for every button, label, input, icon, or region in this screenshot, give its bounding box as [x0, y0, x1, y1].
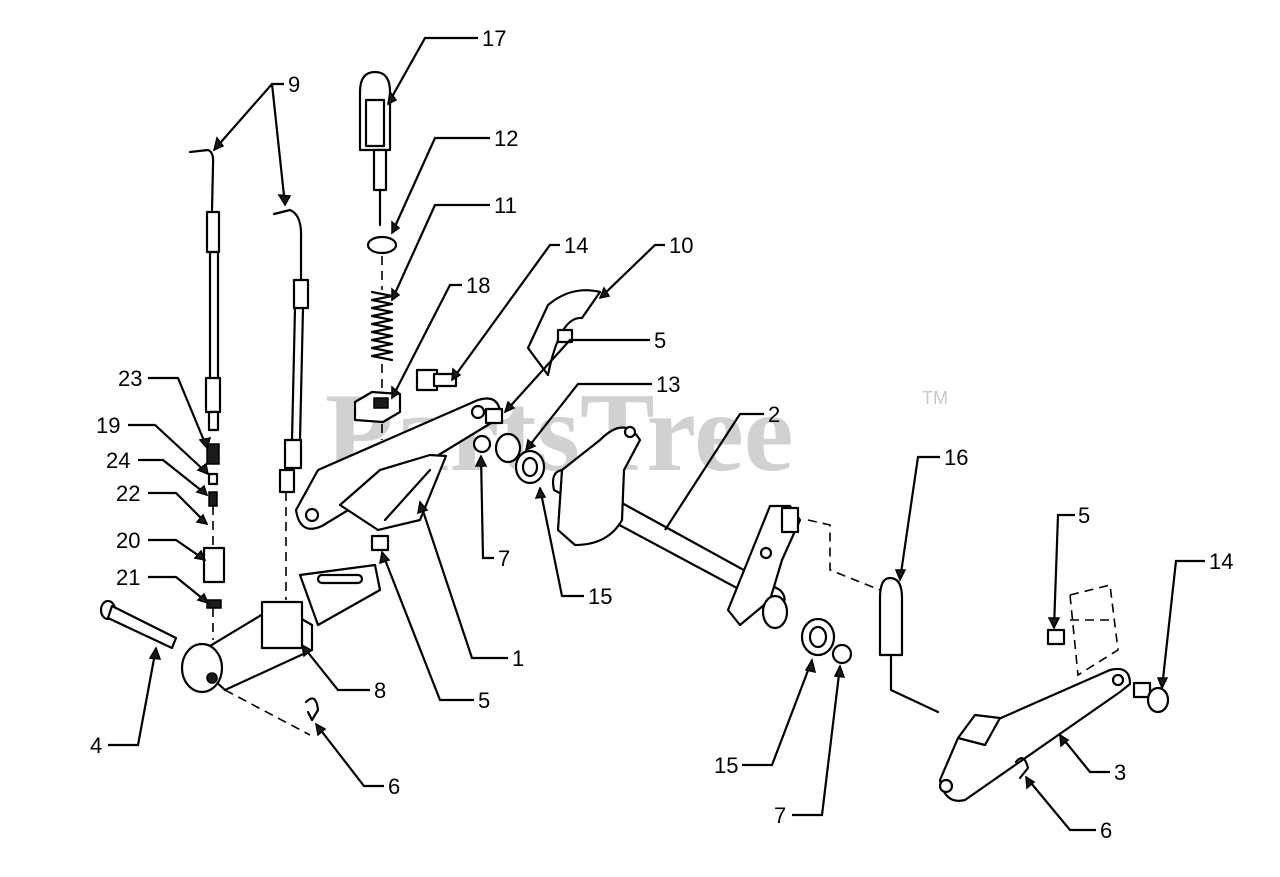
callout-6: 6 [1100, 818, 1112, 843]
nut-5a [484, 407, 504, 425]
callout-14: 14 [1209, 549, 1233, 574]
shaft-2 [551, 425, 802, 630]
segment-10 [526, 289, 602, 377]
callout-5: 5 [654, 328, 666, 353]
callout-14: 14 [564, 233, 588, 258]
callout-9: 9 [288, 72, 300, 97]
callout-19: 19 [96, 413, 120, 438]
axis-line-3 [224, 689, 311, 736]
bushing-15a [514, 449, 546, 485]
clip-6a [304, 697, 320, 722]
washer-13 [494, 432, 522, 464]
ring-7b [831, 643, 853, 665]
callout-20: 20 [116, 528, 140, 553]
callout-11: 11 [494, 193, 517, 218]
segment-10-tab [556, 328, 574, 344]
callout-7: 7 [498, 546, 510, 571]
callout-17: 17 [482, 26, 506, 51]
callout-7: 7 [774, 803, 786, 828]
callout-13: 13 [656, 372, 680, 397]
leader-arrowheads [148, 90, 1169, 790]
bracket-ghost [1069, 584, 1119, 677]
callout-23: 23 [118, 366, 142, 391]
callout-21: 21 [116, 565, 140, 590]
cable-right [272, 208, 310, 494]
ring-7a [472, 434, 492, 454]
cable-left [188, 148, 222, 432]
callout-3: 3 [1114, 760, 1126, 785]
callout-labels: 17 9 12 11 14 10 18 5 13 2 23 19 24 22 2… [90, 26, 1233, 843]
callout-22: 22 [116, 481, 140, 506]
spring-11 [370, 290, 394, 362]
bolt-14a [415, 368, 458, 392]
nut-5b [1046, 628, 1066, 646]
callout-1: 1 [512, 646, 524, 671]
nut-5c [370, 534, 390, 552]
callout-6: 6 [388, 774, 400, 799]
leaders [108, 36, 1205, 832]
cable-hardware-stack [202, 443, 287, 640]
clip-6b [1014, 757, 1030, 780]
callout-15: 15 [714, 753, 738, 778]
bolt-14b [1132, 681, 1170, 714]
watermark-trademark: TM [922, 388, 948, 408]
bushing-15b [800, 617, 836, 657]
callout-8: 8 [374, 678, 386, 703]
washer-12 [366, 235, 398, 255]
tube-8 [180, 563, 382, 694]
callout-10: 10 [669, 233, 693, 258]
callout-5: 5 [478, 688, 490, 713]
callout-24: 24 [106, 448, 130, 473]
axis-line-4 [807, 519, 881, 591]
pin-4 [99, 599, 178, 650]
callout-15: 15 [588, 584, 612, 609]
callout-16: 16 [944, 445, 968, 470]
callout-12: 12 [494, 126, 518, 151]
rod-16 [878, 576, 940, 714]
callout-4: 4 [90, 733, 102, 758]
callout-2: 2 [768, 402, 780, 427]
rod-17 [358, 70, 392, 227]
lever-3 [938, 667, 1132, 802]
block-18 [353, 390, 402, 424]
callout-18: 18 [466, 273, 490, 298]
callout-5: 5 [1078, 503, 1090, 528]
